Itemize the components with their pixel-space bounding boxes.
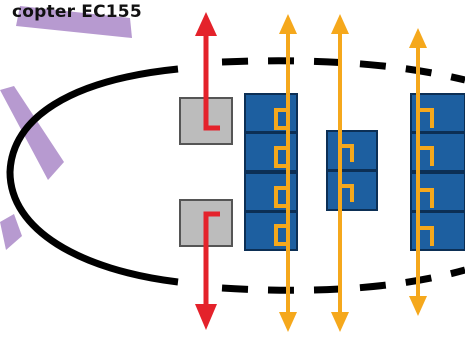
bracket: [418, 108, 434, 128]
bracket: [340, 184, 354, 202]
orange-arrow-1: [279, 14, 297, 332]
bracket: [418, 226, 434, 246]
hull-bottom-dashes: [221, 266, 465, 294]
orange-brackets: [274, 108, 434, 246]
bracket: [274, 108, 288, 130]
bracket: [274, 186, 288, 208]
bracket: [340, 144, 354, 162]
red-arrow-up: [195, 12, 220, 131]
hull-outline: [6, 57, 465, 294]
bracket: [274, 146, 288, 168]
red-arrow-down: [195, 211, 220, 330]
purple-stroke-bottom: [0, 214, 22, 250]
bracket: [418, 146, 434, 166]
blue-block: [326, 170, 378, 211]
bracket: [274, 224, 288, 246]
diagram-title: copter EC155: [12, 2, 142, 22]
purple-stroke-diagonal: [0, 86, 64, 180]
orange-arrow-2: [331, 14, 349, 332]
bracket: [418, 188, 434, 208]
orange-arrows: [279, 14, 427, 332]
hull-nose-curve: [6, 65, 179, 286]
purple-stroke-top: [16, 6, 132, 38]
red-arrows: [195, 12, 220, 330]
orange-arrow-3: [409, 28, 427, 316]
hull-top-dashes: [221, 57, 465, 84]
purple-marks: [0, 6, 132, 250]
